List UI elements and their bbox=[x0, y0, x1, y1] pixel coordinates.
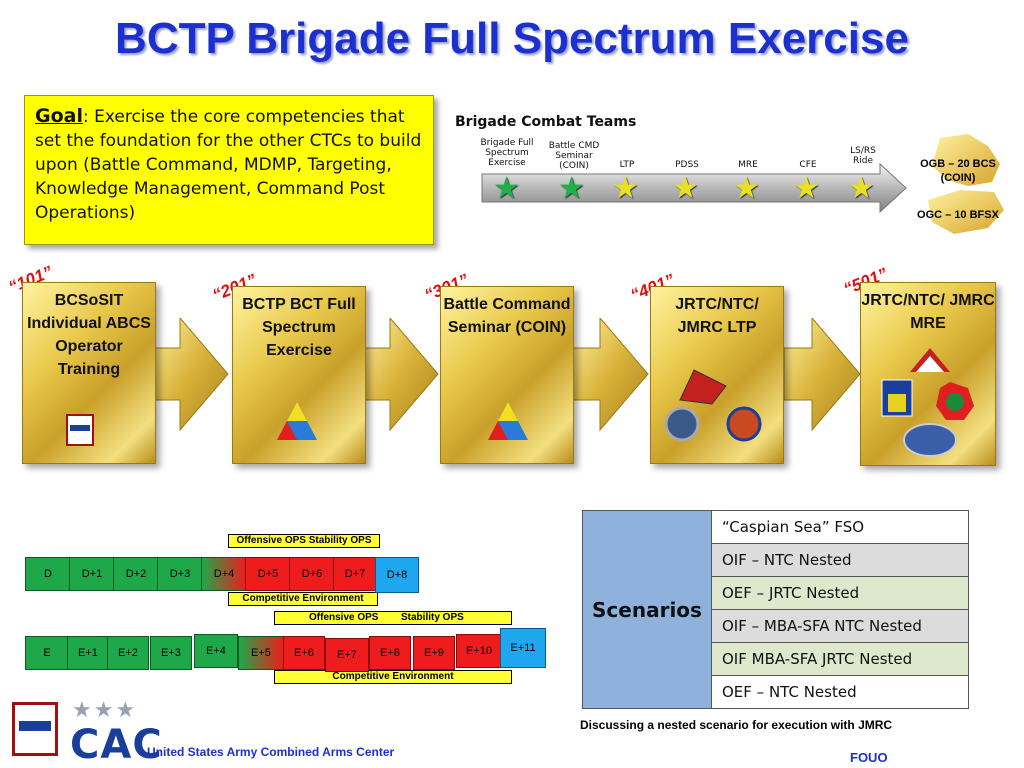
flow-arrow-icon bbox=[152, 318, 229, 432]
timeline-label-bfsx: Brigade Full Spectrum Exercise bbox=[480, 138, 534, 168]
d-cell: D+7 bbox=[333, 557, 377, 591]
timeline-arrow bbox=[481, 162, 907, 214]
shield-icon bbox=[66, 414, 94, 446]
ogb-label: OGB – 20 BCS (COIN) bbox=[920, 158, 996, 184]
flow-arrow-icon bbox=[784, 318, 861, 432]
e-cell: E bbox=[25, 636, 69, 670]
scenario-row: OIF – MBA-SFA NTC Nested bbox=[711, 609, 969, 643]
star-icon: ★ bbox=[793, 172, 820, 205]
goal-label: Goal bbox=[35, 105, 83, 127]
scenarios-header: Scenarios bbox=[582, 510, 712, 709]
star-icon: ★ bbox=[558, 172, 585, 205]
brigade-teams-title: Brigade Combat Teams bbox=[455, 114, 637, 130]
star-icon: ★ bbox=[672, 172, 699, 205]
e-cell: E+9 bbox=[413, 636, 455, 670]
d-row-competitive-label: Competitive Environment bbox=[228, 592, 378, 606]
timeline-label-pdss: PDSS bbox=[675, 160, 699, 170]
e-cell: E+8 bbox=[369, 636, 411, 670]
d-cell: D+8 bbox=[375, 557, 419, 593]
star-icon: ★ bbox=[733, 172, 760, 205]
star-icon: ★ bbox=[612, 172, 639, 205]
armor-insignia-icon bbox=[488, 402, 528, 440]
unit-patches-icon bbox=[881, 348, 974, 457]
e-row-top-bar: Offensive OPS Stability OPS bbox=[274, 611, 512, 625]
timeline-label-ltp: LTP bbox=[619, 160, 635, 170]
d-row-offensive-label: Offensive OPS Stability OPS bbox=[228, 534, 380, 548]
e-cell: E+1 bbox=[67, 636, 109, 670]
goal-box: Goal: Exercise the core competencies tha… bbox=[24, 95, 434, 245]
stage-text: JRTC/NTC/ JMRC MRE bbox=[861, 292, 995, 332]
map-shape-icon bbox=[928, 134, 1004, 234]
ogc-label: OGC – 10 BFSX bbox=[917, 209, 999, 221]
flow-arrow-icon bbox=[572, 318, 649, 432]
organization-name: United States Army Combined Arms Center bbox=[147, 745, 395, 759]
d-cell: D+3 bbox=[157, 557, 203, 591]
timeline-label-mre: MRE bbox=[738, 160, 758, 170]
timeline-label-lsrs: LS/RS Ride bbox=[850, 146, 876, 166]
cac-shield-icon bbox=[12, 702, 58, 756]
scenario-row: “Caspian Sea” FSO bbox=[711, 510, 969, 544]
stage-text: JRTC/NTC/ JMRC LTP bbox=[675, 296, 759, 336]
timeline-label-bcs: Battle CMD Seminar (COIN) bbox=[548, 141, 600, 171]
e-cell: E+3 bbox=[150, 636, 192, 670]
d-cell: D+5 bbox=[245, 557, 291, 591]
timeline-label-cfe: CFE bbox=[799, 160, 817, 170]
scenarios-table: Scenarios “Caspian Sea” FSO OIF – NTC Ne… bbox=[582, 510, 969, 709]
goal-text: : Exercise the core competencies that se… bbox=[35, 107, 422, 223]
d-cell: D+2 bbox=[113, 557, 159, 591]
e-cell: E+10 bbox=[456, 634, 502, 668]
e-cell: E+7 bbox=[325, 638, 369, 672]
cac-logo: CAC bbox=[70, 722, 163, 768]
e-cell: E+6 bbox=[283, 636, 325, 670]
scenario-row: OIF MBA-SFA JRTC Nested bbox=[711, 642, 969, 676]
e-cell: E+4 bbox=[194, 634, 238, 668]
scenario-row: OIF – NTC Nested bbox=[711, 543, 969, 577]
stage-text: BCTP BCT Full Spectrum Exercise bbox=[242, 296, 356, 359]
star-icon: ★ bbox=[493, 172, 520, 205]
e-row-stability-label: Stability OPS bbox=[401, 612, 464, 623]
d-cell: D+1 bbox=[69, 557, 115, 591]
armor-insignia-icon bbox=[277, 402, 317, 440]
scenario-row: OEF – NTC Nested bbox=[711, 675, 969, 709]
e-cell: E+11 bbox=[500, 628, 546, 668]
star-icon: ★ bbox=[848, 172, 875, 205]
e-cell: E+2 bbox=[107, 636, 149, 670]
scenario-row: OEF – JRTC Nested bbox=[711, 576, 969, 610]
flow-arrow-icon bbox=[362, 318, 439, 432]
stars-icon: ★★★ bbox=[72, 697, 138, 722]
page-title: BCTP Brigade Full Spectrum Exercise bbox=[115, 14, 909, 63]
stage-text: BCSoSIT Individual ABCS Operator Trainin… bbox=[27, 292, 151, 378]
e-row-competitive-label: Competitive Environment bbox=[274, 670, 512, 684]
d-cell: D bbox=[25, 557, 71, 591]
stage-text: Battle Command Seminar (COIN) bbox=[443, 296, 571, 336]
fouo-marking: FOUO bbox=[850, 750, 888, 765]
stage-box-501: JRTC/NTC/ JMRC MRE bbox=[860, 282, 996, 466]
scenarios-caption: Discussing a nested scenario for executi… bbox=[580, 718, 893, 732]
e-row-offensive-label: Offensive OPS bbox=[309, 612, 379, 623]
unit-patches-icon bbox=[664, 369, 762, 442]
d-cell: D+4 bbox=[201, 557, 247, 591]
d-cell: D+6 bbox=[289, 557, 335, 591]
e-cell: E+5 bbox=[238, 636, 284, 670]
